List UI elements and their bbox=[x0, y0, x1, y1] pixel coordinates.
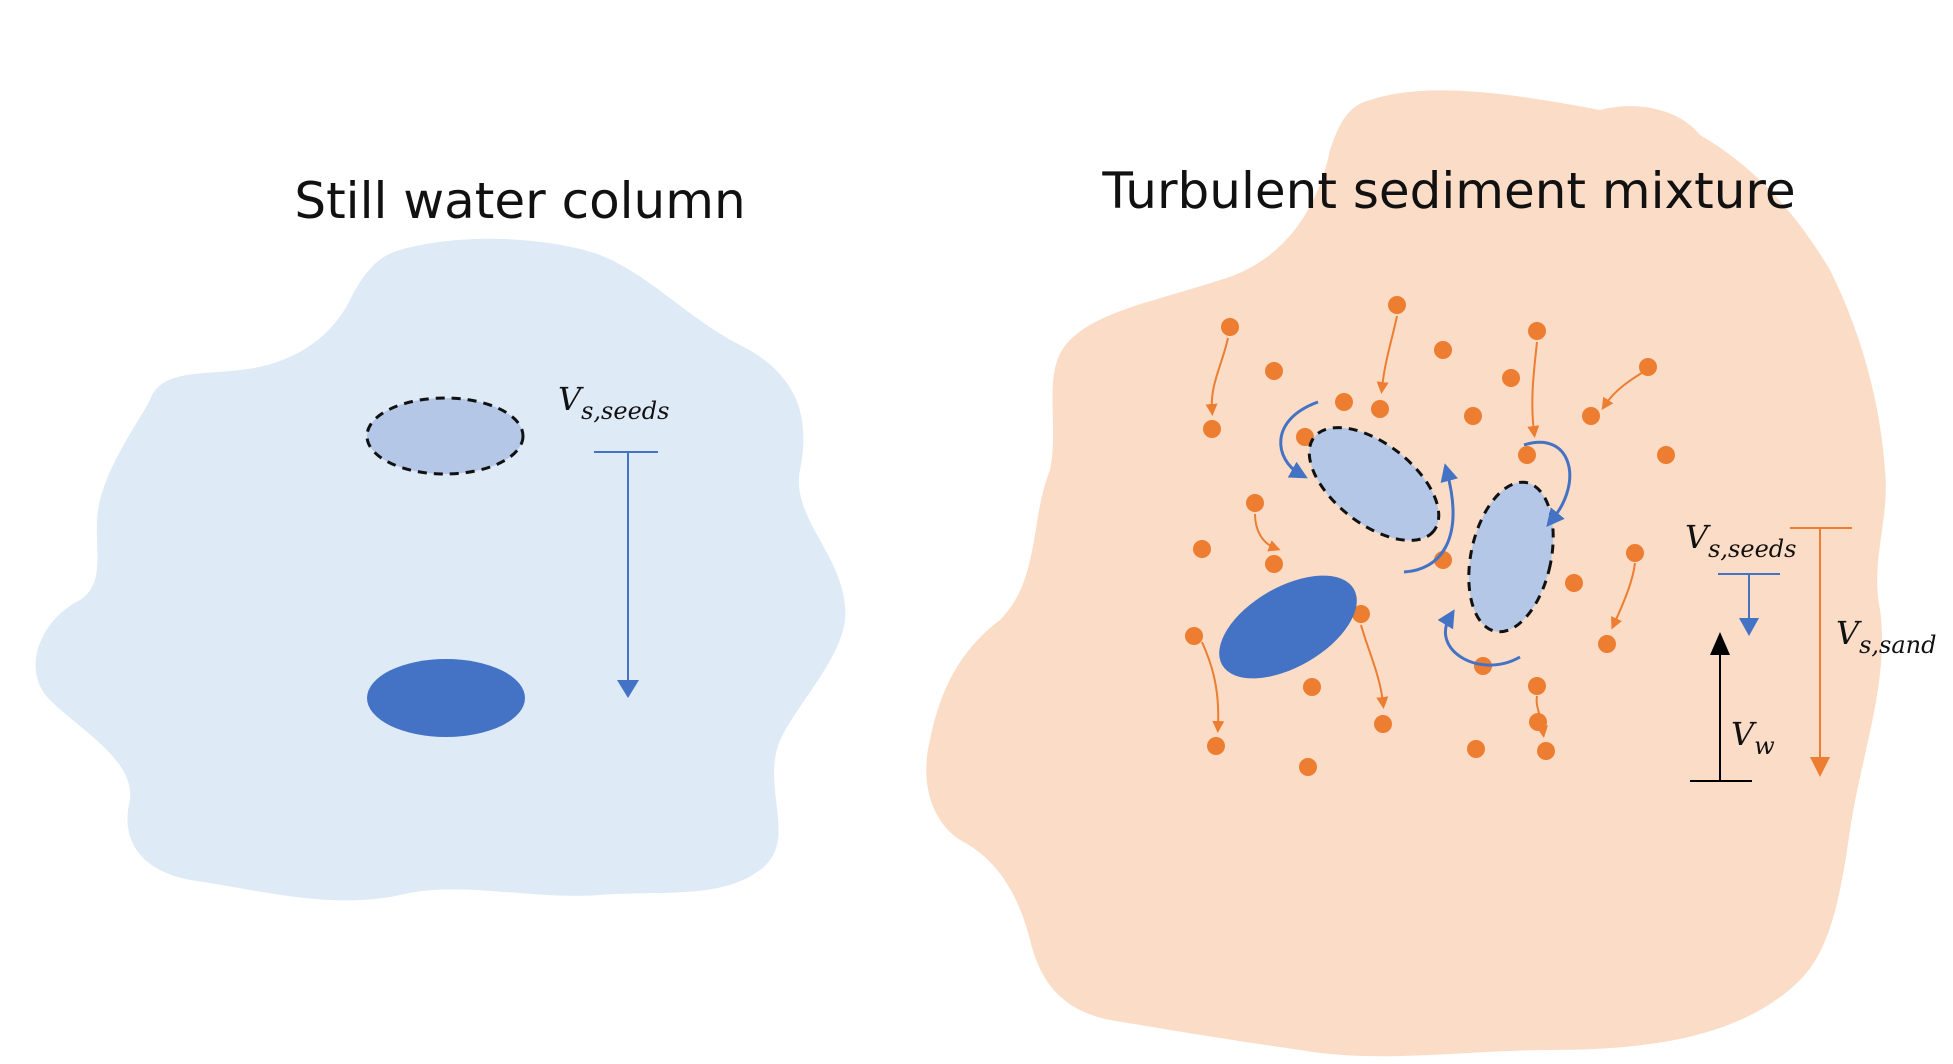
rotation-arrow bbox=[1403, 463, 1459, 574]
sand-grain bbox=[1467, 740, 1485, 758]
sand-grain bbox=[1203, 420, 1221, 438]
rotation-arrow bbox=[1279, 400, 1319, 479]
sand-grain bbox=[1371, 400, 1389, 418]
sand-grain bbox=[1352, 605, 1370, 623]
sand-grain bbox=[1246, 494, 1264, 512]
sand-grain bbox=[1657, 446, 1675, 464]
seed-initial-dashed bbox=[365, 396, 525, 476]
sand-trajectory-arrow bbox=[1601, 370, 1646, 410]
sand-grain bbox=[1528, 677, 1546, 695]
sand-grain bbox=[1529, 713, 1547, 731]
seed-velocity-arrowhead bbox=[1739, 618, 1759, 636]
sand-grain bbox=[1296, 428, 1314, 446]
still-velocity-arrowhead bbox=[617, 680, 639, 698]
rotation-arrow bbox=[1523, 440, 1572, 527]
sand-trajectory-arrow bbox=[1360, 624, 1389, 709]
sand-grain bbox=[1528, 322, 1546, 340]
sand-grain bbox=[1582, 407, 1600, 425]
turbulent-title: Turbulent sediment mixture bbox=[1101, 162, 1795, 220]
sand-grain bbox=[1207, 737, 1225, 755]
sand-grain bbox=[1303, 678, 1321, 696]
still-seed-velocity-label: Vs,seeds bbox=[558, 380, 669, 425]
sand-trajectory-arrow bbox=[1376, 315, 1398, 394]
sand-grain bbox=[1518, 446, 1536, 464]
turbulent-panel: Turbulent sediment mixture bbox=[926, 90, 1937, 1057]
sand-grain bbox=[1626, 544, 1644, 562]
sand-grain bbox=[1221, 318, 1239, 336]
sand-grain bbox=[1565, 574, 1583, 592]
sand-grain bbox=[1265, 362, 1283, 380]
turbulent-seed-velocity-label: Vs,seeds bbox=[1685, 518, 1796, 563]
still-water-title: Still water column bbox=[294, 172, 745, 230]
seed-settled bbox=[367, 659, 525, 737]
seed-settled-turbulent bbox=[1219, 575, 1357, 679]
sand-trajectories bbox=[1201, 315, 1646, 738]
water-velocity-arrowhead bbox=[1710, 632, 1730, 655]
sand-grain bbox=[1185, 627, 1203, 645]
sand-trajectory-arrow bbox=[1527, 341, 1540, 438]
sand-grain bbox=[1502, 369, 1520, 387]
sand-grain bbox=[1388, 296, 1406, 314]
sand-grain bbox=[1265, 555, 1283, 573]
still-water-panel: Still water column Vs,seeds bbox=[35, 172, 846, 901]
sand-grain bbox=[1598, 635, 1616, 653]
sand-velocity-arrowhead bbox=[1810, 757, 1830, 777]
sand-trajectory-arrow bbox=[1611, 562, 1636, 630]
sand-velocity-label: Vs,sand bbox=[1836, 614, 1937, 659]
sand-grains bbox=[1185, 296, 1675, 776]
sand-trajectory-arrow bbox=[1201, 641, 1225, 733]
sand-trajectory-arrow bbox=[1254, 513, 1281, 552]
sand-grain bbox=[1434, 341, 1452, 359]
rotation-arrow bbox=[1437, 609, 1521, 667]
rotation-arrows bbox=[1279, 400, 1572, 667]
sand-trajectory-arrow bbox=[1205, 337, 1229, 416]
sand-grain bbox=[1193, 540, 1211, 558]
sand-trajectory-arrow bbox=[1535, 695, 1549, 738]
sand-grain bbox=[1537, 742, 1555, 760]
sand-grain bbox=[1464, 407, 1482, 425]
seed-rotating-right bbox=[1467, 480, 1555, 634]
seed-rotating-left bbox=[1307, 426, 1441, 542]
sand-grain bbox=[1299, 758, 1317, 776]
sand-grain bbox=[1374, 715, 1392, 733]
still-water-blob bbox=[35, 238, 846, 901]
water-velocity-label: Vw bbox=[1731, 715, 1775, 760]
sand-grain bbox=[1335, 393, 1353, 411]
